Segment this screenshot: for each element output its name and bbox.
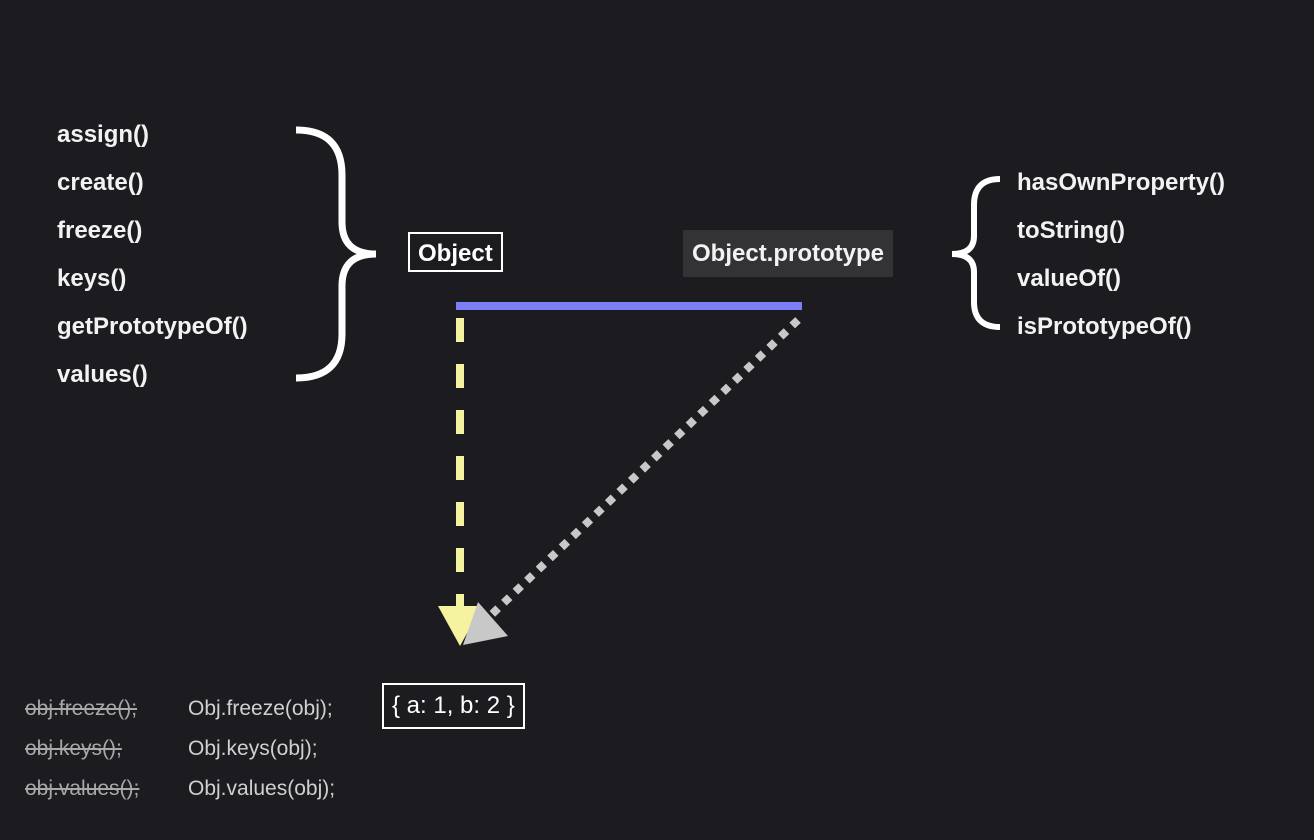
prototype-link-bar <box>456 302 802 310</box>
static-methods-brace <box>295 126 377 382</box>
constructor-arrow-head <box>438 606 482 646</box>
object-prototype-node: Object.prototype <box>683 230 894 277</box>
prototype-arrow-line <box>485 317 801 621</box>
prototype-method: toString() <box>1017 217 1125 244</box>
prototype-arrow-head <box>463 602 508 645</box>
prototype-methods-brace <box>951 176 1001 330</box>
object-node: Object <box>408 232 503 272</box>
static-method: keys() <box>57 265 127 292</box>
invalid-instance-call: obj.keys(); <box>25 737 122 760</box>
prototype-method: isPrototypeOf() <box>1017 313 1192 340</box>
static-method: assign() <box>57 121 150 148</box>
static-methods-list: assign() create() freeze() keys() getPro… <box>57 111 248 399</box>
static-call: Obj.freeze(obj); <box>188 697 333 720</box>
prototype-methods-list: hasOwnProperty() toString() valueOf() is… <box>1017 159 1225 351</box>
static-method: freeze() <box>57 217 143 244</box>
static-call: Obj.values(obj); <box>188 777 336 800</box>
invalid-instance-call: obj.freeze(); <box>25 697 138 720</box>
static-method: getPrototypeOf() <box>57 313 248 340</box>
static-method: create() <box>57 169 144 196</box>
static-call: Obj.keys(obj); <box>188 737 318 760</box>
invalid-instance-call: obj.values(); <box>25 777 140 800</box>
static-method: values() <box>57 361 148 388</box>
prototype-method: hasOwnProperty() <box>1017 169 1226 196</box>
prototype-method: valueOf() <box>1017 265 1122 292</box>
object-instance-node: { a: 1, b: 2 } <box>382 683 525 729</box>
